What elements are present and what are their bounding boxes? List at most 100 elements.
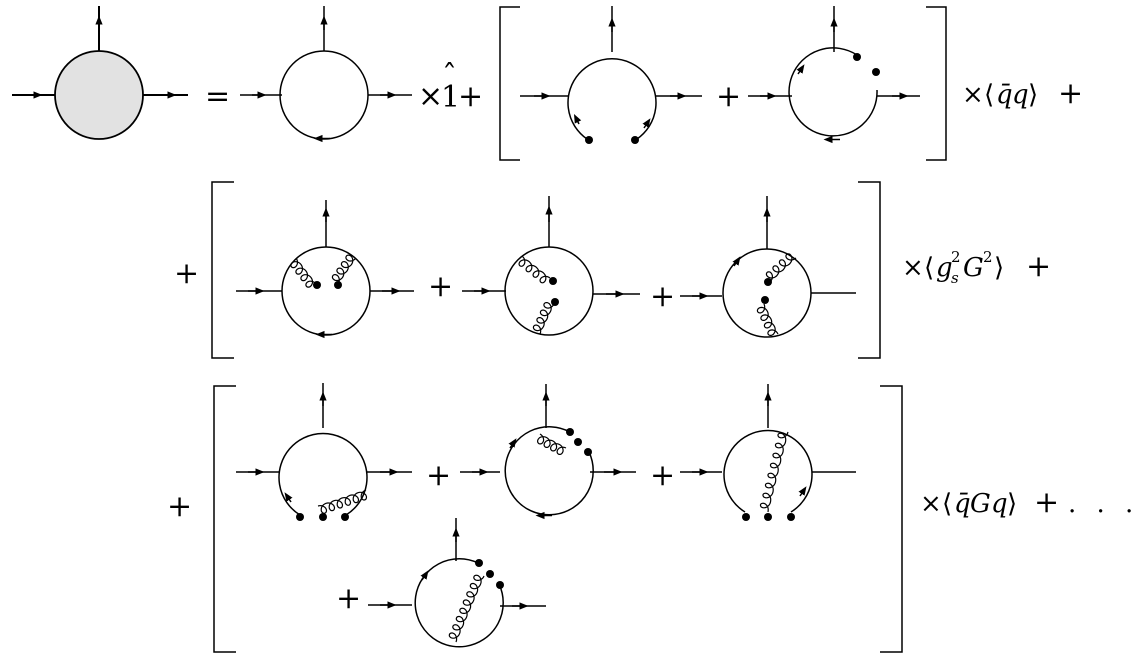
condensate-dot	[334, 281, 342, 289]
identity-hat: ˆ	[442, 59, 457, 94]
mixed-condensate-diagram-a	[236, 383, 412, 521]
gluon-condensate-diagram-a	[236, 200, 414, 339]
bracket-left-row2	[211, 181, 234, 359]
s-subscript: s	[951, 269, 959, 287]
identity-one: 1	[441, 80, 460, 115]
gluon-coil-path	[290, 257, 317, 288]
blob-circle	[54, 50, 144, 140]
gluon-coil-path	[532, 302, 555, 335]
quark-condensate-diagram-b	[748, 6, 920, 144]
condensate-dot	[296, 513, 304, 521]
mixed-condensate-diagram-b	[460, 384, 636, 520]
q-symbol: q	[991, 489, 1008, 519]
angle-ket: ⟩	[1007, 489, 1017, 519]
gluon-coil	[331, 254, 357, 285]
bracket-right-row1	[926, 6, 947, 161]
condensate-dot	[475, 559, 483, 567]
bracket-right-row3	[880, 385, 903, 653]
gluon-coil	[536, 433, 567, 455]
gluon-coil-path	[536, 433, 567, 455]
condensate-dot	[631, 136, 639, 144]
qbar-symbol: q̄	[954, 489, 971, 519]
plus-sign: +	[716, 79, 741, 114]
plus-sign: +	[1058, 76, 1083, 111]
plus-sign: +	[426, 458, 451, 493]
G-exponent: 2	[983, 248, 993, 266]
plus-sign: +	[1026, 249, 1051, 284]
bracket-left-row1	[499, 6, 520, 161]
gluon-coil	[290, 257, 317, 288]
condensate-dot	[341, 513, 349, 521]
condensate-dot	[574, 438, 582, 446]
gluon-coil	[765, 253, 797, 283]
G-symbol: G	[970, 489, 991, 519]
plus-sign: +	[167, 489, 192, 524]
equals-sign: =	[205, 79, 230, 114]
condensate-dot	[872, 68, 880, 76]
identity-term: × 1 ˆ +	[418, 59, 483, 115]
times-sign: ×	[418, 79, 443, 114]
angle-bra: ⟨	[984, 80, 994, 110]
plus-sign: +	[458, 79, 483, 114]
condensate-dot	[764, 278, 772, 286]
condensate-dot	[764, 513, 772, 521]
plus-sign: +	[650, 279, 675, 314]
q-symbol: q	[1012, 80, 1029, 110]
condensate-dot	[486, 570, 494, 578]
gluon-coil-path	[759, 431, 789, 513]
condensate-dot	[742, 513, 750, 521]
angle-ket: ⟩	[994, 253, 1004, 283]
perturbative-loop	[240, 6, 412, 143]
gluon-coil-path	[518, 255, 551, 284]
condensate-dot	[496, 581, 504, 589]
bracket-right-row2	[858, 181, 881, 359]
mixed-condensate-diagram-c	[680, 384, 856, 521]
condensate-dot	[787, 513, 795, 521]
gluon-condensate-diagram-b	[462, 196, 640, 336]
gluon-coil	[759, 431, 789, 513]
condensate-dot	[549, 277, 557, 285]
quark-condensate-diagram-a	[520, 6, 702, 144]
gluon-coil-path	[756, 303, 779, 336]
condensate-dot	[313, 281, 321, 289]
times-sign: ×	[902, 253, 924, 283]
gluon-coil-path	[331, 254, 357, 285]
plus-sign: +	[336, 581, 361, 616]
ellipsis: . . .	[1068, 489, 1134, 519]
gluon-coil-path	[765, 253, 797, 283]
gluon-coil	[317, 489, 368, 514]
plus-sign: +	[174, 256, 199, 291]
plus-sign: +	[1034, 485, 1059, 520]
gluon-coil	[756, 303, 779, 336]
plus-sign: +	[650, 458, 675, 493]
condensate-dot	[584, 448, 592, 456]
gluon-condensate-diagram-c	[680, 196, 856, 338]
condensate-dot	[761, 296, 769, 304]
quark-condensate-label: × ⟨ q̄ q ⟩ +	[962, 76, 1083, 111]
gluon-coil-path	[448, 574, 485, 643]
times-sign: ×	[962, 80, 984, 110]
gluon-coil-path	[317, 489, 368, 514]
G-symbol: G	[963, 253, 984, 283]
condensate-dot	[585, 136, 593, 144]
condensate-dot	[853, 53, 861, 61]
full-correlator-blob	[12, 6, 188, 140]
plus-sign: +	[428, 269, 453, 304]
g-exponent: 2	[951, 248, 961, 266]
mixed-condensate-label: × ⟨ q̄ G q ⟩ + . . .	[920, 485, 1134, 520]
qbar-symbol: q̄	[996, 80, 1013, 110]
gluon-coil	[518, 255, 551, 284]
condensate-dot	[566, 428, 574, 436]
bracket-left-row3	[213, 385, 236, 653]
times-sign: ×	[920, 489, 942, 519]
g-symbol: g	[936, 253, 953, 283]
mixed-condensate-diagram-d	[368, 518, 546, 648]
angle-bra: ⟨	[924, 253, 934, 283]
angle-bra: ⟨	[942, 489, 952, 519]
condensate-dot	[319, 513, 327, 521]
gluon-coil	[532, 302, 555, 335]
angle-ket: ⟩	[1028, 80, 1038, 110]
gluon-condensate-label: × ⟨ g s 2 G 2 ⟩ +	[902, 248, 1051, 287]
